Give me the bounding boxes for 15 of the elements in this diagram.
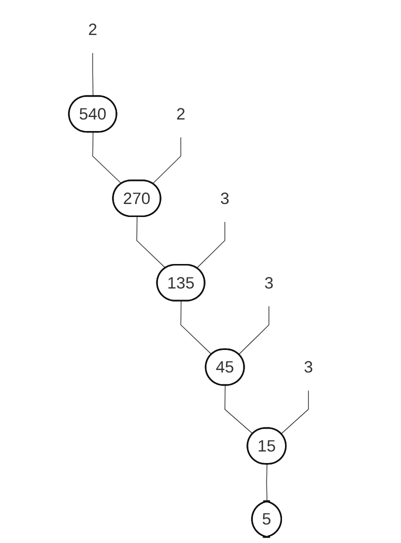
node-text: 3 xyxy=(264,273,274,292)
connector xyxy=(136,216,166,268)
node-text: 3 xyxy=(220,188,230,208)
connector xyxy=(92,132,122,184)
connector xyxy=(92,52,94,97)
connector xyxy=(180,300,212,355)
connector xyxy=(196,221,226,268)
connector xyxy=(238,306,270,355)
connector xyxy=(280,390,309,434)
node-text: 2 xyxy=(176,104,186,124)
connector xyxy=(266,464,268,502)
connector xyxy=(224,385,254,434)
node-text: 2 xyxy=(88,20,98,39)
node-text: 3 xyxy=(304,358,313,376)
connector xyxy=(152,137,182,184)
